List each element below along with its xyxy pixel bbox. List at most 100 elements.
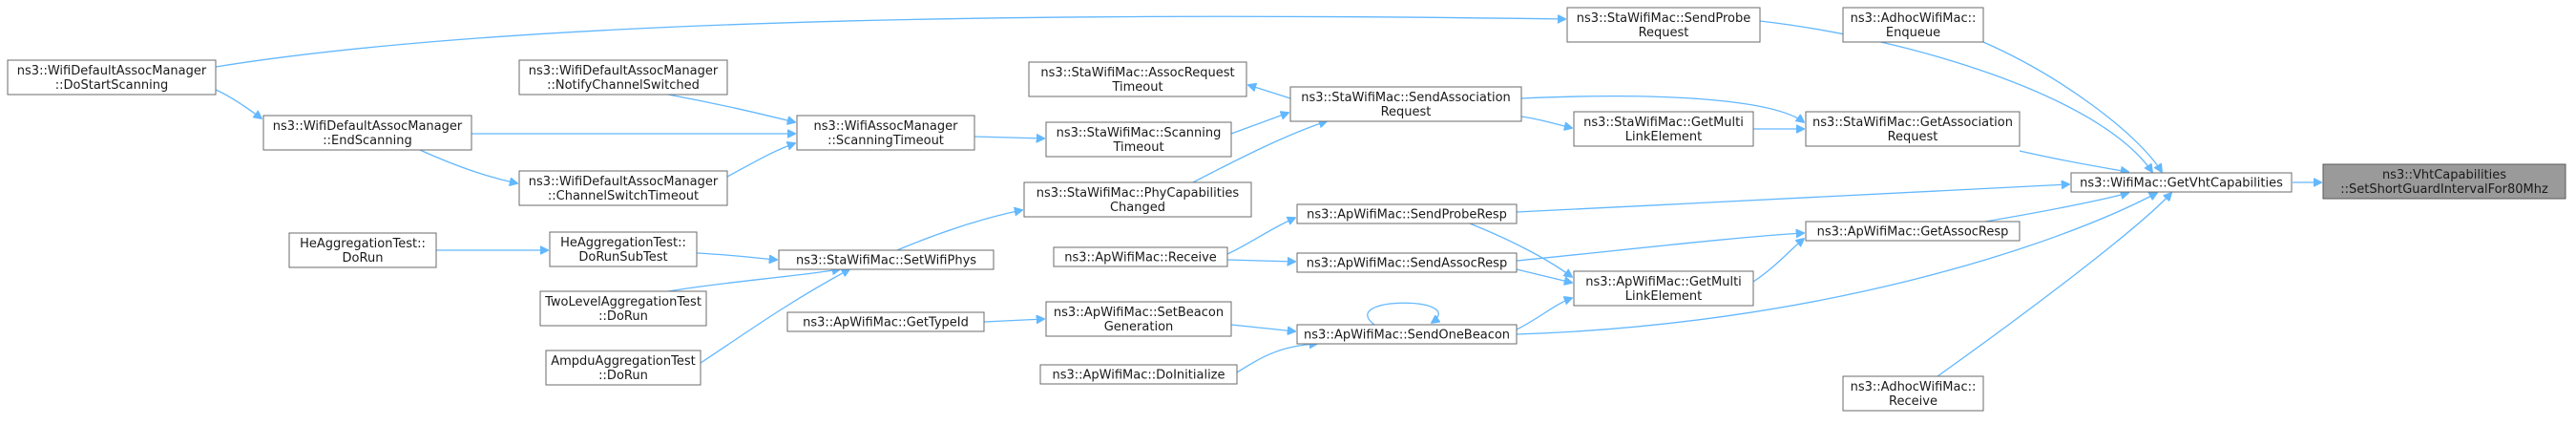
- node-box: [518, 170, 728, 206]
- call-edges: [215, 16, 2321, 377]
- edge-staSendProbe-to-getvht: [1759, 20, 2152, 172]
- edge-apSendAssocResp-to-apGetMulti: [1516, 268, 1572, 283]
- node-defNotify[interactable]: ns3::WifiDefaultAssocManager::NotifyChan…: [518, 59, 728, 96]
- node-apDoInit[interactable]: ns3::ApWifiMac::DoInitialize: [1039, 364, 1238, 385]
- node-target[interactable]: ns3::VhtCapabilities::SetShortGuardInter…: [2322, 163, 2566, 200]
- node-box: [1573, 270, 1754, 307]
- node-label: ns3::ApWifiMac::DoInitialize: [1052, 369, 1225, 383]
- node-label: ns3::ApWifiMac::SendProbeResp: [1307, 208, 1507, 223]
- node-label: ::EndScanning: [323, 134, 411, 148]
- node-apReceive[interactable]: ns3::ApWifiMac::Receive: [1053, 246, 1228, 267]
- node-box: [1296, 252, 1518, 273]
- node-twoLevel[interactable]: TwoLevelAggregationTest::DoRun: [539, 290, 707, 327]
- edge-twoLevel-to-staSetWifiPhys: [667, 269, 840, 292]
- node-label: Request: [1639, 26, 1689, 40]
- node-defChanTimeout[interactable]: ns3::WifiDefaultAssocManager::ChannelSwi…: [518, 170, 728, 206]
- edge-apSetBeacon-to-apSendBeacon: [1230, 324, 1295, 331]
- edge-apDoInit-to-apSendBeacon: [1236, 344, 1317, 373]
- node-label: HeAggregationTest::: [560, 236, 686, 250]
- node-box: [1842, 375, 1984, 412]
- node-label: ns3::WifiDefaultAssocManager: [529, 64, 719, 78]
- edge-staPhyCap-to-staSendAssoc: [1192, 121, 1327, 183]
- node-apSendAssocResp[interactable]: ns3::ApWifiMac::SendAssocResp: [1296, 252, 1518, 273]
- node-assocMgrScanTimeout[interactable]: ns3::WifiAssocManager::ScanningTimeout: [796, 115, 975, 151]
- node-label: LinkElement: [1625, 289, 1702, 304]
- node-label: ::ChannelSwitchTimeout: [548, 189, 699, 203]
- edge-apSendProbeResp-to-getvht: [1516, 184, 2069, 213]
- edge-apSendBeacon-to-getvht: [1516, 193, 2157, 335]
- node-label: Timeout: [1111, 80, 1162, 95]
- node-label: Receive: [1889, 394, 1937, 409]
- node-label: ns3::ApWifiMac::Receive: [1064, 251, 1217, 266]
- node-box: [1805, 221, 2021, 242]
- node-getvht[interactable]: ns3::WifiMac::GetVhtCapabilities: [2070, 172, 2293, 193]
- node-label: AmpduAggregationTest: [551, 354, 695, 369]
- node-box: [1028, 61, 1247, 97]
- node-label: ns3::WifiMac::GetVhtCapabilities: [2080, 177, 2283, 191]
- node-apGetTypeId[interactable]: ns3::ApWifiMac::GetTypeId: [786, 311, 985, 332]
- node-label: HeAggregationTest::: [300, 237, 426, 251]
- node-box: [1805, 111, 2021, 147]
- node-label: ns3::ApWifiMac::GetMulti: [1585, 275, 1742, 289]
- node-apSendProbeResp[interactable]: ns3::ApWifiMac::SendProbeResp: [1296, 203, 1518, 224]
- node-staSetWifiPhys[interactable]: ns3::StaWifiMac::SetWifiPhys: [778, 249, 995, 270]
- node-box: [1566, 7, 1761, 43]
- node-box: [539, 290, 707, 327]
- edge-staGetAssocReq-to-getvht: [2019, 150, 2128, 172]
- node-label: Request: [1888, 130, 1938, 144]
- node-box: [2070, 172, 2293, 193]
- node-box: [1573, 111, 1754, 147]
- node-ampdu[interactable]: AmpduAggregationTest::DoRun: [545, 350, 702, 386]
- edge-defNotify-to-assocMgrScanTimeout: [667, 94, 795, 122]
- edge-apGetTypeId-to-apSetBeacon: [983, 319, 1044, 322]
- node-label: ns3::AdhocWifiMac::: [1851, 380, 1977, 394]
- node-label: ns3::WifiDefaultAssocManager: [273, 119, 463, 134]
- edge-apGetMulti-to-apGetAssocResp: [1752, 239, 1804, 283]
- node-label: ns3::WifiDefaultAssocManager: [529, 175, 719, 189]
- node-label: ::DoRun: [598, 309, 648, 324]
- node-box: [1045, 121, 1232, 158]
- node-label: ns3::ApWifiMac::SendOneBeacon: [1304, 329, 1510, 343]
- node-adhocEnq[interactable]: ns3::AdhocWifiMac::Enqueue: [1842, 7, 1984, 43]
- node-label: ns3::StaWifiMac::AssocRequest: [1040, 66, 1234, 80]
- node-box: [1296, 324, 1518, 345]
- edge-staSendAssoc-to-staAssocTimeout: [1248, 85, 1291, 99]
- node-label: ::DoStartScanning: [55, 78, 168, 93]
- node-apGetAssocResp[interactable]: ns3::ApWifiMac::GetAssocResp: [1805, 221, 2021, 242]
- edge-apReceive-to-apSendAssocResp: [1226, 260, 1295, 262]
- node-box: [1045, 301, 1232, 337]
- node-defDoStart[interactable]: ns3::WifiDefaultAssocManager::DoStartSca…: [7, 59, 217, 96]
- edge-assocMgrScanTimeout-to-staScanTimeout: [974, 137, 1044, 138]
- node-label: ns3::StaWifiMac::GetAssociation: [1812, 116, 2013, 130]
- node-staScanTimeout[interactable]: ns3::StaWifiMac::ScanningTimeout: [1045, 121, 1232, 158]
- node-heRunSub[interactable]: HeAggregationTest::DoRunSubTest: [549, 231, 698, 267]
- node-label: ns3::AdhocWifiMac::: [1851, 11, 1977, 26]
- node-adhocRecv[interactable]: ns3::AdhocWifiMac::Receive: [1842, 375, 1984, 412]
- node-label: Changed: [1110, 201, 1165, 215]
- edge-apSendBeacon-to-apSendBeacon: [1367, 302, 1439, 326]
- node-label: ns3::ApWifiMac::GetTypeId: [803, 316, 969, 330]
- node-box: [2322, 163, 2566, 200]
- node-heRun[interactable]: HeAggregationTest::DoRun: [288, 232, 437, 268]
- node-box: [518, 59, 728, 96]
- node-box: [7, 59, 217, 96]
- node-label: ns3::StaWifiMac::Scanning: [1057, 126, 1222, 140]
- node-box: [1039, 364, 1238, 385]
- edge-apSendAssocResp-to-apGetAssocResp: [1516, 233, 1804, 262]
- node-apSendBeacon[interactable]: ns3::ApWifiMac::SendOneBeacon: [1296, 324, 1518, 345]
- edge-adhocRecv-to-getvht: [1937, 193, 2171, 377]
- node-label: ns3::ApWifiMac::GetAssocResp: [1817, 225, 2009, 240]
- node-defEndScan[interactable]: ns3::WifiDefaultAssocManager::EndScannin…: [262, 115, 472, 151]
- node-label: ns3::WifiDefaultAssocManager: [17, 64, 207, 78]
- node-label: ::DoRun: [598, 369, 648, 383]
- node-label: ::ScanningTimeout: [827, 134, 944, 148]
- edge-apReceive-to-apSendProbeResp: [1226, 218, 1295, 255]
